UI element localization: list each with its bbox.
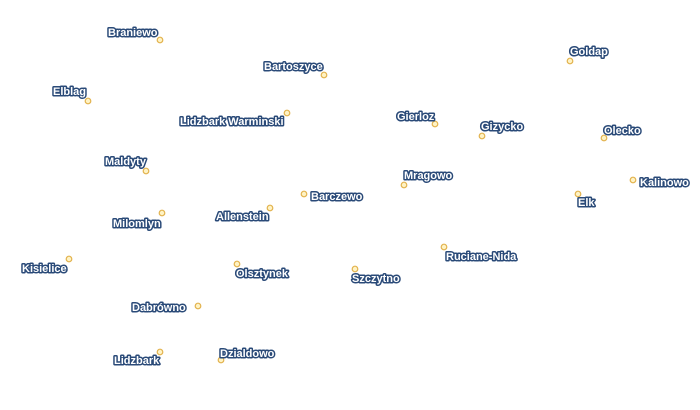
town-label-goldap: Goldap [570,46,608,58]
town-label-barczewo: Barczewo [311,191,363,203]
town-label-olsztynek: Olsztynek [236,268,289,280]
town-label-milomlyn: Milomlyn [113,218,161,230]
town-marker-olsztynek [233,260,241,268]
town-label-dzialdowo: Dzialdowo [220,348,275,360]
town-label-ruciane-nida: Ruciane-Nida [446,251,517,263]
town-marker-mragowo [400,181,408,189]
town-marker-maldyty [142,167,150,175]
town-marker-lidzbark-warminski [283,109,291,117]
town-label-szczytno: Szczytno [352,273,400,285]
town-markers [65,36,637,364]
town-label-maldyty: Maldyty [105,156,147,168]
town-marker-braniewo [156,36,164,44]
town-label-lidzbark: Lidzbark [114,355,160,367]
town-marker-allenstein [266,204,274,212]
town-label-lidzbark-warminski: Lidzbark Warminski [180,116,284,128]
town-marker-olecko [600,134,608,142]
town-label-gizycko: Gizycko [481,121,523,133]
town-marker-elk [574,190,582,198]
town-label-gierloz: Gierloz [397,111,435,123]
town-marker-dabrowno [194,302,202,310]
town-marker-ruciane-nida [440,243,448,251]
town-marker-gierloz [431,120,439,128]
town-marker-szczytno [351,265,359,273]
town-label-kalinowo: Kalinowo [640,177,689,189]
town-marker-barczewo [300,190,308,198]
town-marker-dzialdowo [217,356,225,364]
town-label-elblag: Elblag [53,86,86,98]
town-label-kisielice: Kisielice [22,263,67,275]
town-label-braniewo: Braniewo [108,27,158,39]
town-marker-lidzbark [156,348,164,356]
town-marker-goldap [566,57,574,65]
town-marker-bartoszyce [320,71,328,79]
town-marker-elblag [84,97,92,105]
town-label-dabrowno: Dabrówno [132,302,186,314]
town-label-allenstein: Allenstein [216,211,269,223]
town-marker-kalinowo [629,176,637,184]
town-label-mragowo: Mragowo [404,170,453,182]
town-marker-kisielice [65,255,73,263]
town-label-olecko: Olecko [604,125,641,137]
town-marker-gizycko [478,132,486,140]
town-label-elk: Elk [578,197,595,209]
town-label-bartoszyce: Bartoszyce [264,61,323,73]
town-marker-milomlyn [158,209,166,217]
